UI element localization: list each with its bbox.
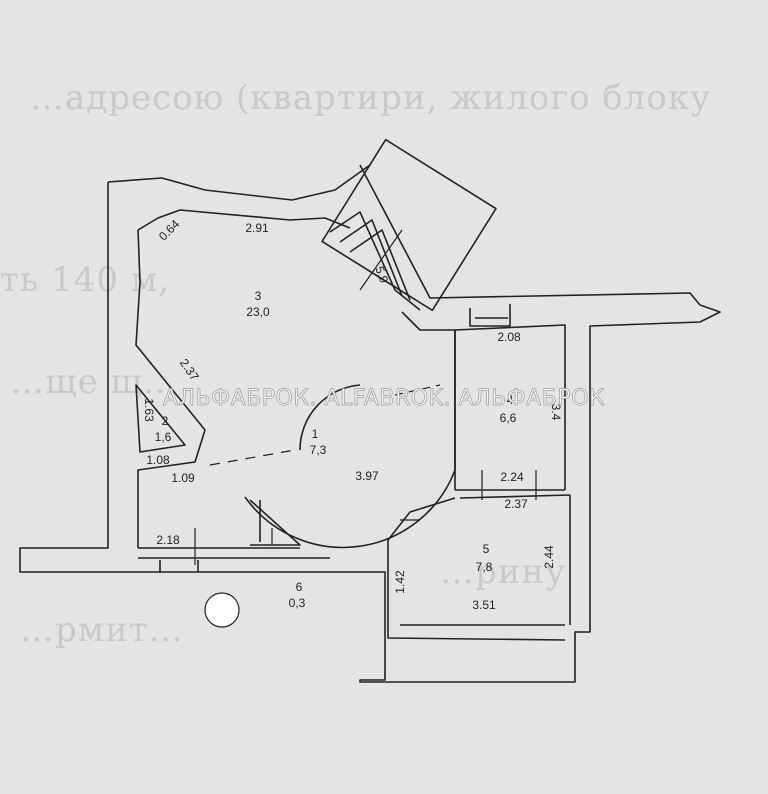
watermark-text: АЛЬФАБРОК. ALFABROK. АЛЬФАБРОК bbox=[163, 386, 605, 411]
dimension-label: 3.51 bbox=[472, 598, 496, 612]
dimension-label: 5.9 bbox=[372, 264, 391, 285]
dimension-label: 1.42 bbox=[393, 570, 407, 594]
room-6-number: 6 bbox=[296, 580, 303, 594]
walls bbox=[19, 138, 721, 683]
room-2-area: 1,6 bbox=[155, 430, 172, 444]
background-text-line: …рину bbox=[440, 552, 567, 592]
door-marks bbox=[194, 229, 537, 565]
room-3-area: 23,0 bbox=[246, 305, 270, 319]
room-1-number: 1 bbox=[312, 427, 319, 441]
room-5-area: 7,8 bbox=[476, 560, 493, 574]
dimension-label: 2.37 bbox=[504, 497, 528, 511]
room-6-area: 0,3 bbox=[289, 596, 306, 610]
dimension-label: 1.63 bbox=[142, 398, 156, 422]
background-text-line: …рмит… bbox=[20, 610, 184, 650]
dimension-label: 2.44 bbox=[542, 545, 556, 569]
dimension-label: 1.09 bbox=[171, 471, 195, 485]
dimension-label: 2.18 bbox=[156, 533, 180, 547]
room-4-area: 6,6 bbox=[500, 411, 517, 425]
dimension-label: 3.97 bbox=[355, 469, 379, 483]
room-1-area: 7,3 bbox=[310, 443, 327, 457]
dimension-label: 0.64 bbox=[156, 217, 183, 244]
dimension-label: 3.4 bbox=[549, 404, 563, 421]
dimension-label: 1.08 bbox=[146, 453, 170, 467]
background-text-line: …ще щ… bbox=[10, 362, 179, 402]
room-2-number: 2 bbox=[162, 414, 169, 428]
background-text-line: ть 140 м, bbox=[0, 260, 171, 300]
background-text-line: …адресою (квартири, жилого блоку bbox=[30, 78, 712, 118]
dimension-label: 2.08 bbox=[497, 330, 521, 344]
room-5-number: 5 bbox=[483, 542, 490, 556]
room-4-number: 4 bbox=[507, 393, 514, 407]
marker-fill bbox=[214, 604, 230, 616]
dimension-label: 2.37 bbox=[177, 356, 202, 383]
dimension-label: 2.24 bbox=[500, 470, 524, 484]
dimension-label: 2.91 bbox=[245, 221, 269, 235]
room-3-number: 3 bbox=[255, 289, 262, 303]
